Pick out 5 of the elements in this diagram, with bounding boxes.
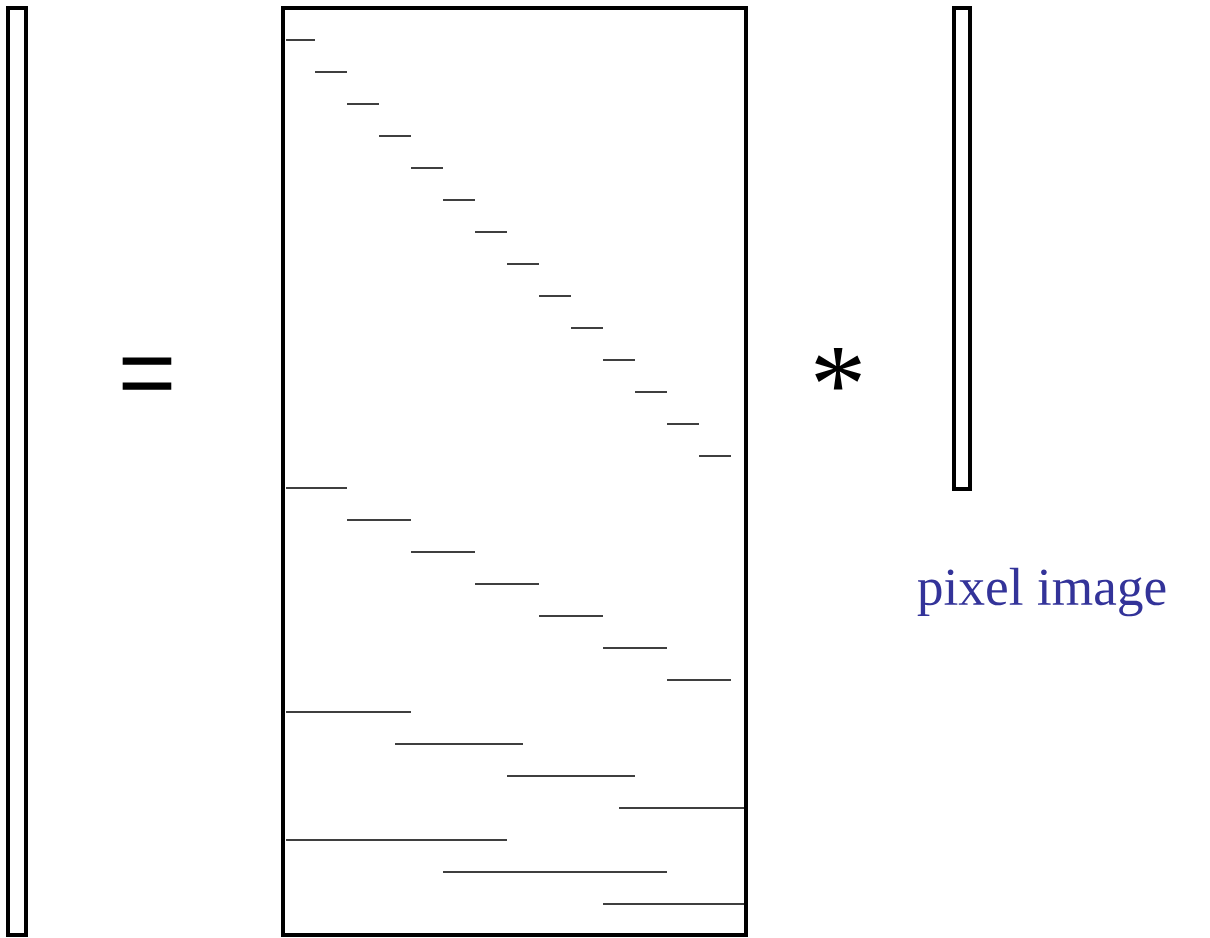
operator-symbol: = xyxy=(122,357,172,390)
vector-bar xyxy=(6,6,28,937)
vector-bar xyxy=(952,6,972,491)
caption-text: pixel image xyxy=(917,567,1166,617)
operator-symbol: * xyxy=(815,347,861,390)
